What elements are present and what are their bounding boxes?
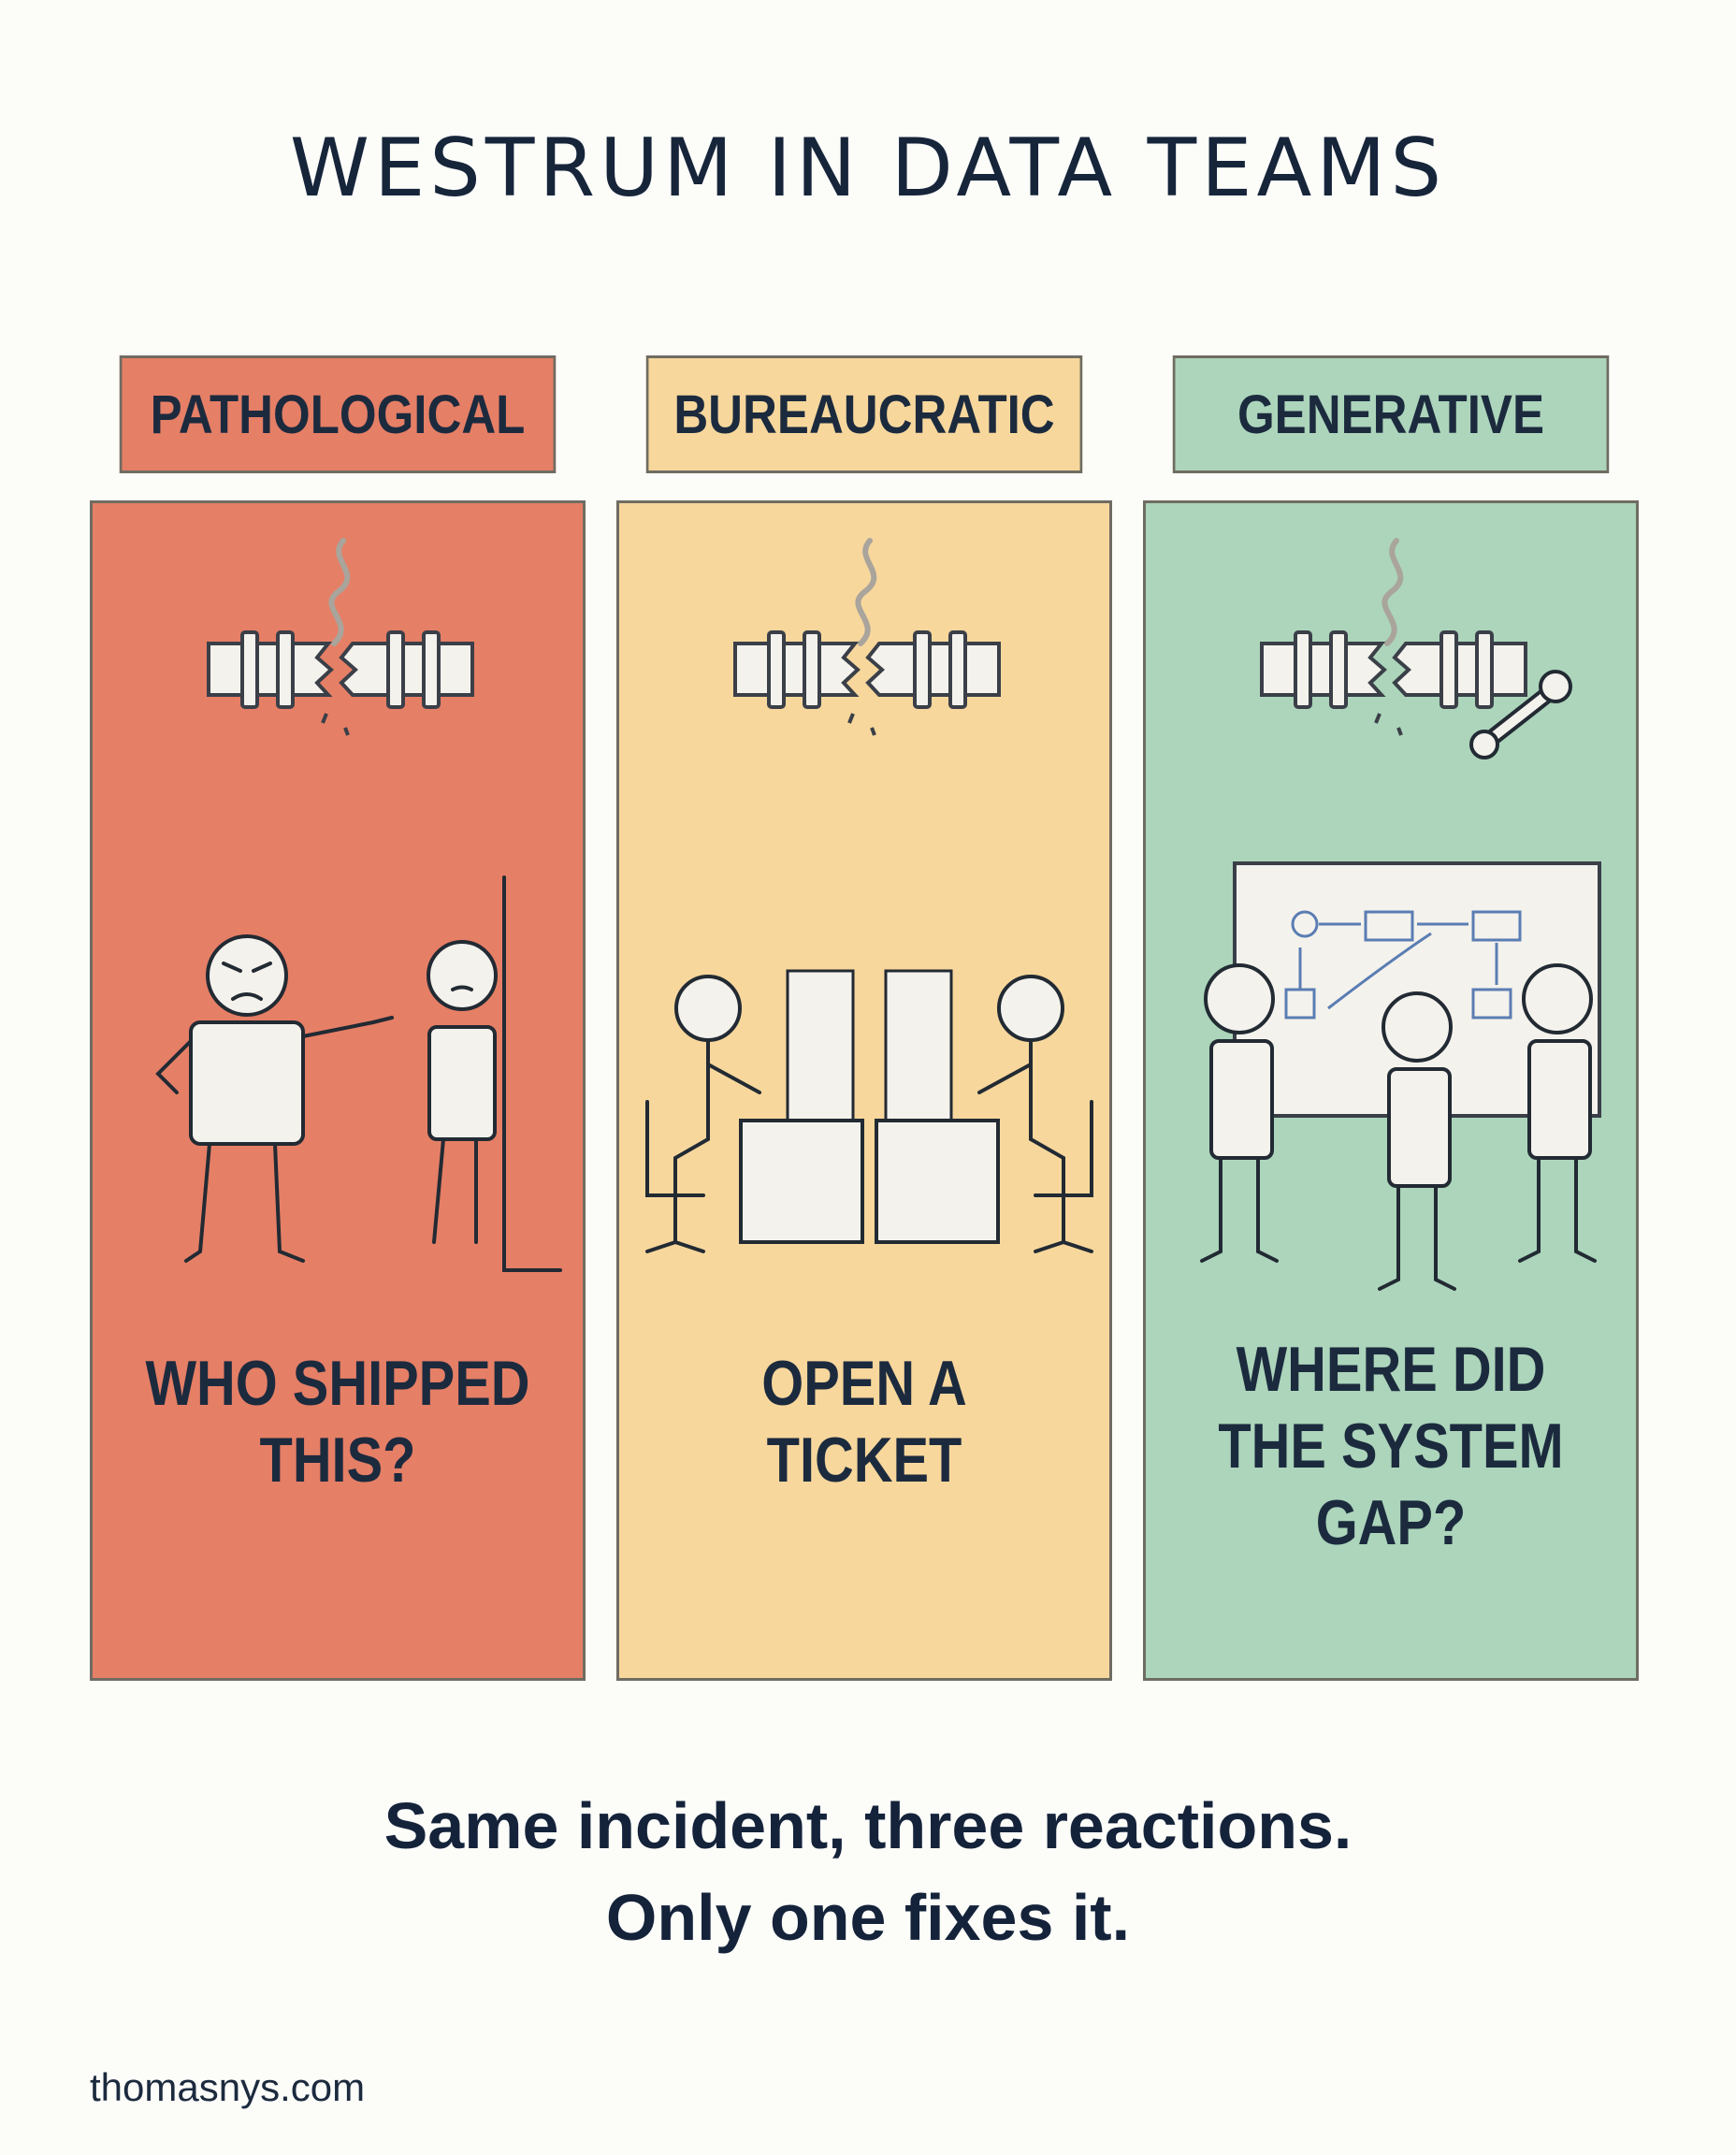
paper-stack-icon [786, 969, 953, 1122]
blame-scene-illustration [155, 538, 562, 1272]
desk-icon [739, 1119, 1000, 1244]
footer-site-link[interactable]: thomasnys.com [90, 2065, 366, 2109]
caption-line: WHO SHIPPED [145, 1348, 530, 1419]
header-pathological: PATHOLOGICAL [119, 355, 557, 473]
panel-generative: WHERE DID THE SYSTEM GAP? [1143, 500, 1639, 1681]
desk-worker-figure [645, 975, 761, 1253]
caption-line: TICKET [766, 1425, 962, 1496]
page-title: WESTRUM IN DATA TEAMS [289, 122, 1447, 215]
caption-generative: WHERE DID THE SYSTEM GAP? [1182, 1331, 1599, 1561]
desk-worker-figure [977, 975, 1093, 1253]
collaborator-figure [1200, 963, 1279, 1263]
header-generative: GENERATIVE [1172, 355, 1610, 473]
wrench-icon [1469, 670, 1572, 759]
caption-line: OPEN A [761, 1348, 967, 1419]
collaborator-figure [1518, 963, 1597, 1263]
broken-pipe-icon [1260, 630, 1527, 736]
flow-diagram [1284, 910, 1522, 1020]
header-bureaucratic: BUREAUCRATIC [645, 355, 1083, 473]
nervous-figure [427, 875, 562, 1272]
broken-pipe-icon [733, 630, 1001, 736]
caption-pathological: WHO SHIPPED THIS? [129, 1345, 545, 1498]
collaboration-scene-illustration [1200, 538, 1601, 1291]
caption-line: GAP? [1315, 1487, 1467, 1558]
collaborator-figure [1378, 991, 1456, 1291]
broken-pipe-icon [207, 630, 474, 736]
angry-figure [155, 934, 394, 1263]
tagline-line-2: Only one fixes it. [605, 1881, 1131, 1954]
smoke-icon [328, 538, 351, 646]
panel-pathological: WHO SHIPPED THIS? [90, 500, 586, 1681]
desk-scene-illustration [645, 538, 1093, 1253]
tagline-line-1: Same incident, three reactions. [383, 1789, 1353, 1862]
smoke-icon [1382, 538, 1404, 646]
caption-line: WHERE DID [1236, 1334, 1546, 1405]
panel-bureaucratic: OPEN A TICKET [616, 500, 1112, 1681]
smoke-icon [855, 538, 877, 646]
caption-line: THIS? [259, 1425, 416, 1496]
caption-line: THE SYSTEM [1218, 1410, 1564, 1482]
caption-bureaucratic: OPEN A TICKET [656, 1345, 1072, 1498]
